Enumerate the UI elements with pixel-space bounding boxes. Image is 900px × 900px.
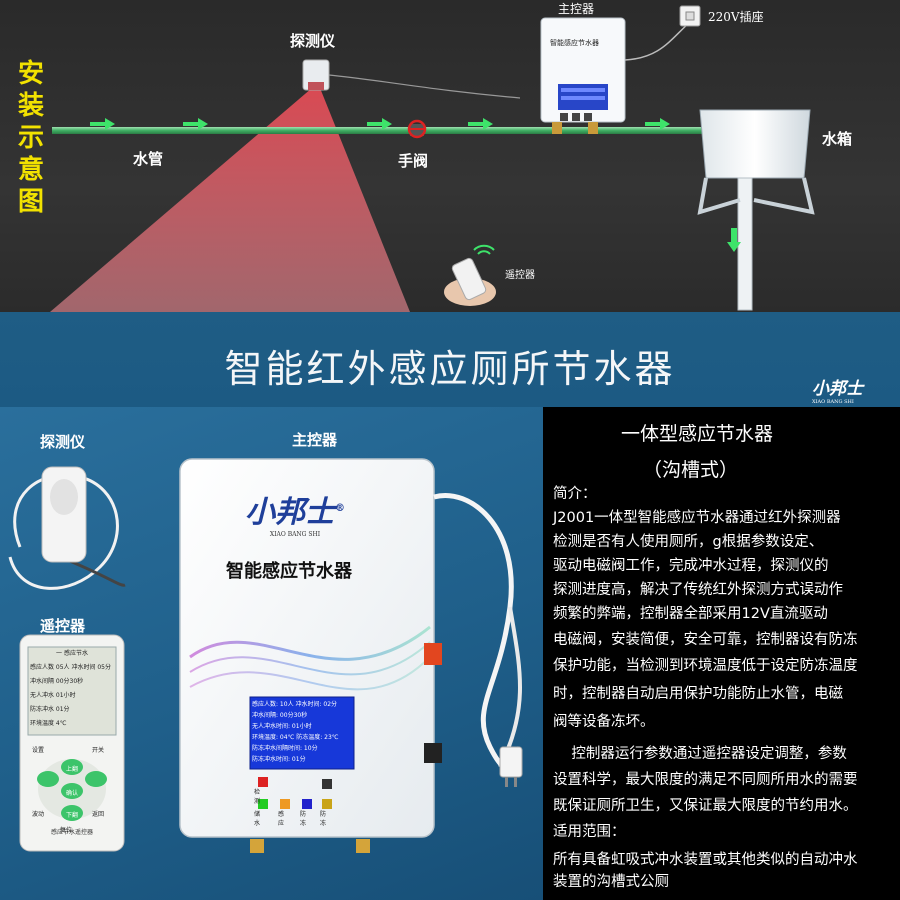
title-char: 示 xyxy=(18,123,45,153)
controller-device-icon xyxy=(540,17,626,134)
remote-button-label: 波动 xyxy=(32,811,45,818)
title-char: 安 xyxy=(18,59,45,89)
power-cord xyxy=(433,493,519,773)
description-subtitle: （沟槽式） xyxy=(643,459,739,481)
panel-button-label: 防冻 xyxy=(300,811,307,827)
controller-lcd-screen: 感应人数: 10人 冲水时间: 02分 冲水间隔: 00分30秒 无人冲水时间:… xyxy=(252,699,352,765)
description-line: 装置的沟槽式公厕 xyxy=(553,874,669,890)
product-brand-name: 小邦士 xyxy=(245,495,335,530)
description-line: 所有具备虹吸式冲水装置或其他类似的自动冲水 xyxy=(553,852,858,868)
water-tank-icon xyxy=(697,109,815,311)
hand-valve-icon xyxy=(407,119,427,139)
description-line: J2001一体型智能感应节水器通过红外探测器 xyxy=(553,510,841,526)
description-line: 既保证厕所卫生，又保证最大限度的节约用水。 xyxy=(553,798,858,814)
lcd-line: 防冻冲水时间: 01分 xyxy=(252,756,306,763)
remote-button-label: 设置 xyxy=(32,747,45,754)
diagram-tank-label: 水箱 xyxy=(822,130,853,148)
diagram-vertical-title: 安 装 示 意 图 xyxy=(18,58,44,218)
description-line: 阀等设备冻坏。 xyxy=(553,714,655,730)
product-remote-label: 遥控器 xyxy=(40,617,86,635)
remote-line: 感应人数 05人 冲水时间 05分 xyxy=(30,664,111,671)
lcd-line: 冲水间隔: 00分30秒 xyxy=(252,712,308,719)
panel-button-label: 储水 xyxy=(254,811,261,827)
power-plug-icon xyxy=(499,746,523,787)
banner-brand-sub: XIAO BANG SHI xyxy=(812,399,854,405)
remote-device xyxy=(19,634,125,852)
remote-in-hand-icon xyxy=(444,244,496,306)
remote-button-label: 确认 xyxy=(66,790,79,797)
description-line: 控制器运行参数通过遥控器设定调整，参数 xyxy=(553,746,847,762)
diagram-controller-mini-title: 智能感应节水器 xyxy=(550,39,599,47)
description-line: 电磁阀，安装简便，安全可靠，控制器设有防冻 xyxy=(553,632,858,648)
product-photo-panel: 探测仪 主控器 遥控器 xyxy=(0,407,543,900)
description-intro-heading: 简介： xyxy=(553,486,597,502)
title-banner: 智能红外感应厕所节水器 小邦士 XIAO BANG SHI xyxy=(0,312,900,407)
diagram-drawing xyxy=(50,5,815,312)
detector-cable xyxy=(328,74,521,99)
title-char: 图 xyxy=(18,187,45,217)
description-line: 探测进度高，解决了传统红外探测方式误动作 xyxy=(553,582,843,598)
title-char: 意 xyxy=(18,155,45,185)
banner-brand-logo: 小邦士 XIAO BANG SHI xyxy=(812,374,863,405)
product-drawing xyxy=(8,458,523,853)
description-line: 频繁的弊端，控制器全部采用12V直流驱动 xyxy=(553,606,828,622)
description-panel: 一体型感应节水器 （沟槽式） 简介： J2001一体型智能感应节水器通过红外探测… xyxy=(543,407,900,900)
lcd-line: 无人冲水时间: 01小时 xyxy=(252,723,312,730)
remote-line: 冲水间隔 00分30秒 xyxy=(30,678,84,685)
infrared-beam xyxy=(50,88,410,312)
power-cable xyxy=(624,21,691,61)
remote-title: 一 感应节水 xyxy=(56,650,88,657)
down-arrow-icon xyxy=(727,228,741,252)
description-line: 保护功能，当检测到环境温度低于设定防冻温度 xyxy=(553,658,858,674)
detector-device-icon xyxy=(8,466,126,590)
remote-button-label: 下翻 xyxy=(66,812,79,819)
product-device-title: 智能感应节水器 xyxy=(226,561,352,582)
diagram-pipe-label: 水管 xyxy=(133,150,164,168)
product-controller-label: 主控器 xyxy=(292,431,338,449)
lcd-line: 环境温度: 04℃ 防冻温度: 23℃ xyxy=(252,734,339,741)
description-line: 设置科学，最大限度的满足不同厕所用水的需要 xyxy=(553,772,858,788)
remote-footer: 感应节水遥控器 xyxy=(50,829,93,836)
remote-line: 防冻冲水 01分 xyxy=(30,706,70,713)
installation-diagram: 安 装 示 意 图 探测仪 主控器 220V插座 水管 手阀 水箱 遥控器 智能… xyxy=(0,0,900,312)
diagram-socket-label: 220V插座 xyxy=(708,10,764,24)
water-pipe xyxy=(52,127,712,134)
banner-brand-name: 小邦士 xyxy=(812,379,863,399)
detector-device-icon xyxy=(302,59,330,91)
product-brand-sub: XIAO BANG SHI xyxy=(269,531,321,538)
diagram-remote-label: 遥控器 xyxy=(505,270,535,281)
panel-button-label: 防冻 xyxy=(320,811,327,827)
remote-line: 环境温度 4℃ xyxy=(30,720,67,727)
diagram-controller-label: 主控器 xyxy=(558,2,595,16)
remote-button-label: 复位 xyxy=(60,827,73,834)
banner-title: 智能红外感应厕所节水器 xyxy=(224,347,676,391)
panel-button-label: 感应 xyxy=(278,811,285,827)
remote-button-label: 返回 xyxy=(92,811,105,818)
remote-button-label: 上翻 xyxy=(66,766,79,773)
diagram-valve-label: 手阀 xyxy=(398,152,429,170)
lcd-line: 防冻冲水间隔时间: 10分 xyxy=(252,745,318,752)
description-line: 驱动电磁阀工作，完成冲水过程，探测仪的 xyxy=(553,558,829,574)
diagram-detector-label: 探测仪 xyxy=(290,32,336,50)
remote-line: 无人冲水 01小时 xyxy=(30,692,76,699)
flow-arrows xyxy=(90,118,670,130)
description-line: 时，控制器自动启用保护功能防止水管，电磁 xyxy=(553,686,843,702)
remote-buttons: 设置 开关 上翻 确认 下翻 波动 复位 返回 xyxy=(30,739,114,839)
title-char: 装 xyxy=(18,91,45,121)
remote-button-label: 开关 xyxy=(92,747,105,754)
description-line: 适用范围： xyxy=(553,824,626,840)
description-title: 一体型感应节水器 xyxy=(621,423,774,445)
product-brand-logo: 小邦士® XIAO BANG SHI xyxy=(245,487,345,538)
product-brand-mark: ® xyxy=(335,503,345,514)
panel-button-label: 检测 xyxy=(254,789,261,805)
lcd-line: 感应人数: 10人 冲水时间: 02分 xyxy=(252,701,338,708)
description-line: 检测是否有人使用厕所，g根据参数设定、 xyxy=(553,534,824,550)
remote-screen: 一 感应节水 感应人数 05人 冲水时间 05分 冲水间隔 00分30秒 无人冲… xyxy=(30,647,114,731)
controller-device xyxy=(179,458,442,853)
product-detector-label: 探测仪 xyxy=(40,433,86,451)
